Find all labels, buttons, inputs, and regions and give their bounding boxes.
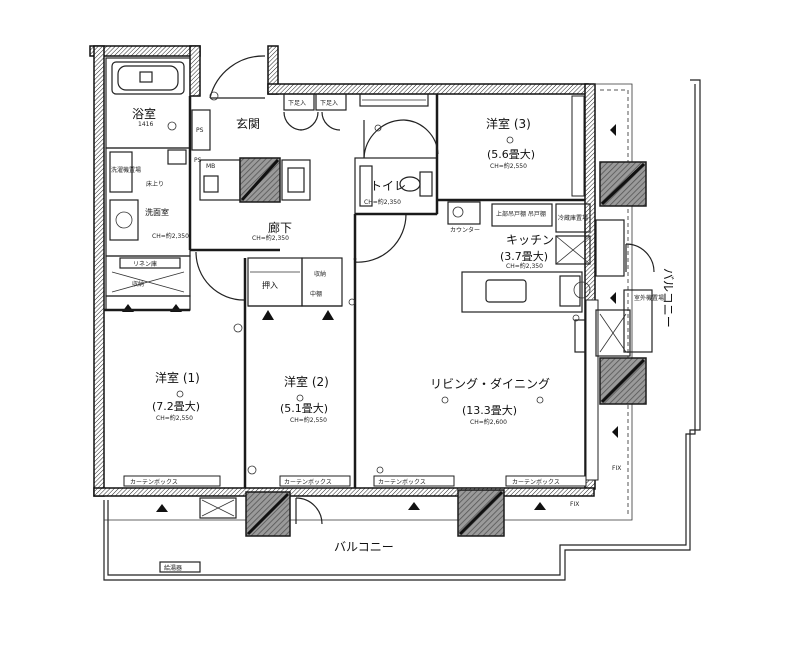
- step-label: 床上り: [146, 180, 164, 188]
- balcony-bottom-label: バルコニー: [334, 540, 394, 554]
- bedroom3-size: (5.6畳大): [487, 147, 535, 161]
- storage-label-2: 収納: [314, 270, 326, 278]
- shoe-cabinet-2: 下足入: [320, 100, 338, 107]
- structural-pillars: [245, 161, 647, 537]
- fixture-dots: [348, 124, 580, 474]
- entrance: PS 玄関 MB: [191, 55, 311, 203]
- curtain-box-living-2: カーテンボックス: [512, 478, 560, 486]
- bedroom1-ch: CH=約2,550: [156, 414, 193, 422]
- storage-label-1: 収納: [132, 280, 144, 288]
- living-name: リビング・ダイニング: [430, 376, 550, 391]
- bedroom2-ch: CH=約2,550: [290, 416, 327, 424]
- bathroom: 浴室 1416: [105, 57, 191, 149]
- bottom-balcony-fixtures: バルコニー 給湯器: [156, 497, 546, 573]
- corridor-ch: CH=約2,350: [252, 234, 289, 242]
- linen-label: リネン庫: [133, 260, 157, 268]
- bath-label: 浴室: [132, 106, 156, 121]
- washroom-ch: CH=約2,350: [152, 232, 189, 240]
- interior-walls: [104, 94, 585, 488]
- linen-storage: リネン庫 収納: [105, 255, 191, 312]
- bedroom1-size: (7.2畳大): [152, 399, 200, 413]
- bedroom2-size: (5.1畳大): [280, 401, 328, 415]
- toilet-ch: CH=約2,350: [364, 198, 401, 206]
- bedroom3-ch: CH=約2,550: [490, 162, 527, 170]
- bedroom1-name: 洋室 (1): [155, 370, 200, 385]
- corridor-label: 廊下: [268, 220, 292, 235]
- washer-label: 洗濯機置場: [111, 166, 141, 174]
- exterior-walls: [89, 45, 596, 497]
- curtain-box-1: カーテンボックス: [130, 478, 178, 486]
- balcony-outline: [103, 79, 701, 581]
- ps-label-2: PS: [196, 127, 204, 134]
- bedroom3-name: 洋室 (3): [486, 116, 531, 131]
- bedroom2-name: 洋室 (2): [284, 374, 329, 389]
- living-ch: CH=約2,600: [470, 418, 507, 426]
- shoe-cabinet-1: 下足入: [288, 100, 306, 107]
- ps-label-1: PS: [194, 157, 202, 164]
- middle-closets: 押入 中棚 収納: [247, 257, 343, 320]
- fix-label-right: FIX: [612, 465, 621, 472]
- curtain-box-living-1: カーテンボックス: [378, 478, 426, 486]
- washroom-label: 洗面室: [145, 207, 169, 217]
- toilet-label: トイレ: [370, 179, 406, 193]
- tank-label: 給湯器: [164, 564, 182, 572]
- corridor: 廊下 CH=約2,350: [190, 213, 407, 301]
- bedroom-1: 洋室 (1) (7.2畳大) CH=約2,550 カーテンボックス: [123, 323, 243, 487]
- curtain-box-2: カーテンボックス: [284, 478, 332, 486]
- mb-label: MB: [206, 163, 215, 170]
- shoe-cabinets: 下足入 下足入: [283, 93, 429, 131]
- living-dining: リビング・ダイニング (13.3畳大) CH=約2,600 カーテンボックス カ…: [373, 299, 599, 487]
- fridge-label: 冷蔵庫置場: [558, 214, 588, 222]
- kitchen-size: (3.7畳大): [500, 249, 548, 263]
- cupboard-label: 上部吊戸棚 吊戸棚: [496, 210, 546, 218]
- fix-label-bottom: FIX: [570, 501, 579, 508]
- bedroom-2: 洋室 (2) (5.1畳大) CH=約2,550 カーテンボックス: [247, 374, 351, 487]
- bedroom-3: 洋室 (3) (5.6畳大) CH=約2,550: [403, 95, 585, 197]
- entrance-label: 玄関: [236, 116, 260, 131]
- kitchen-ch: CH=約2,350: [506, 262, 543, 270]
- toilet-room: トイレ CH=約2,350: [354, 119, 438, 215]
- closet-label: 押入: [262, 280, 278, 290]
- right-balcony-fixtures: 室外機置場 FIX FIX バルコニー: [570, 124, 675, 508]
- living-size: (13.3畳大): [462, 403, 517, 417]
- kitchen-name: キッチン: [506, 233, 554, 247]
- bath-size: 1416: [138, 121, 153, 128]
- walkin-label: 中棚: [310, 290, 322, 298]
- outdoor-unit-label: 室外機置場: [634, 294, 664, 302]
- balcony-right-label: バルコニー: [661, 268, 675, 328]
- kitchen: カウンター 上部吊戸棚 吊戸棚 冷蔵庫置場 キッチン (3.7畳大) CH=約2…: [447, 201, 596, 353]
- counter-label: カウンター: [450, 226, 480, 234]
- washroom: 洗濯機置場 床上り 洗面室 CH=約2,350 PS: [105, 147, 202, 257]
